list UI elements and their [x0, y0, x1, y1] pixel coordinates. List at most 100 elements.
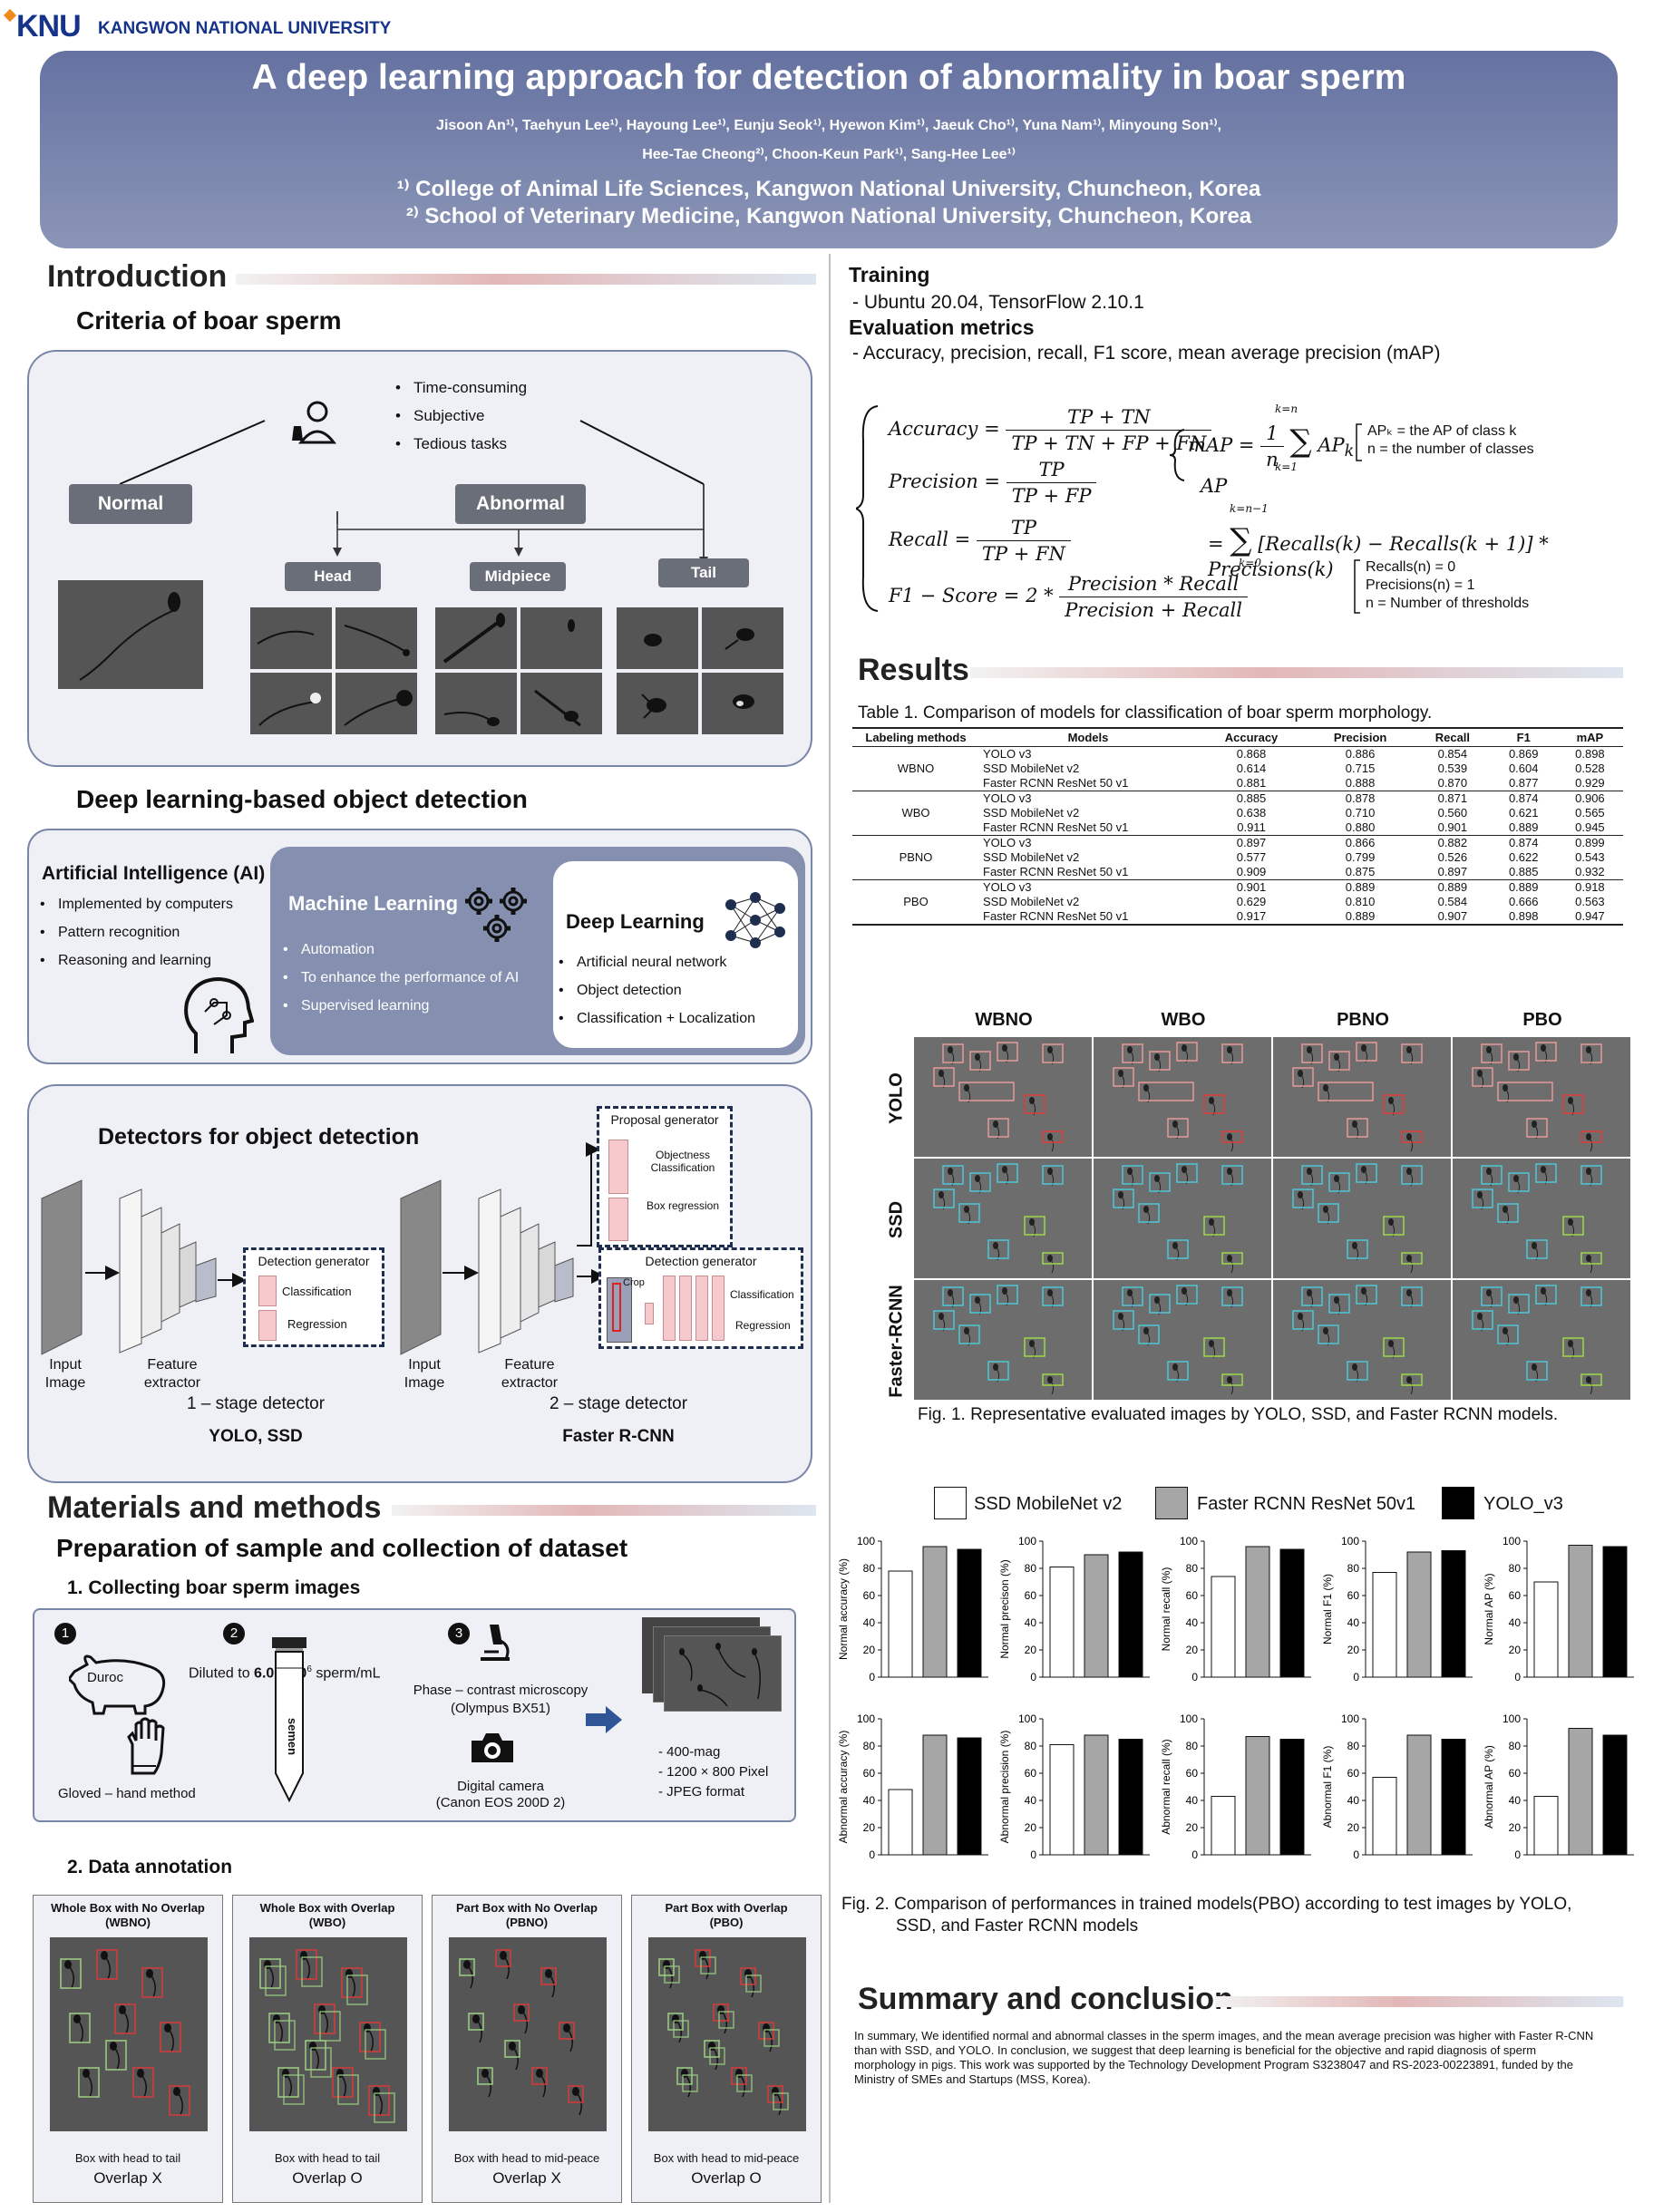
dilution-unit: sperm/mL [311, 1665, 381, 1682]
dl-item: Object detection [557, 976, 755, 1004]
dl-box: Deep Learning Artificial neural network … [553, 861, 798, 1048]
ml-item: Automation [281, 936, 519, 964]
box-regression-label: Box regression [646, 1199, 720, 1212]
metric-cell: 0.666 [1508, 895, 1539, 908]
metric-cell: 0.539 [1437, 762, 1468, 775]
dl-detection-title: Deep learning-based object detection [76, 785, 528, 813]
recall-notes: Recalls(n) = 0 Precisions(n) = 1 n = Num… [1366, 558, 1529, 613]
model-cell: YOLO v3 [979, 791, 1197, 806]
labeling-method-cell [852, 879, 979, 895]
results-heading: Results [858, 653, 969, 687]
one-stage-label: 1 – stage detector [186, 1394, 326, 1413]
step2-title: 2. Data annotation [67, 1857, 233, 1877]
y-axis-label: Abnormal recall (%) [1160, 1739, 1172, 1834]
title-banner: A deep learning approach for detection o… [40, 51, 1618, 248]
bar-yolo [957, 1737, 982, 1856]
annotation-overlap: Overlap O [292, 2169, 363, 2187]
y-axis-label: Abnormal F1 (%) [1321, 1746, 1334, 1829]
y-tick-label: 0 [1191, 1671, 1198, 1683]
feature-extractor-label: Feature extractor [143, 1357, 201, 1391]
legend-swatch-yolo [1442, 1487, 1474, 1519]
y-tick-label: 60 [1025, 1767, 1037, 1780]
y-tick-label: 20 [1186, 1821, 1199, 1834]
y-tick-label: 20 [1347, 1821, 1360, 1834]
metric-cell: 0.929 [1575, 776, 1605, 790]
labeling-method-cell [852, 776, 979, 791]
metric-cell: 0.886 [1345, 747, 1376, 761]
fig1-image [914, 1037, 1092, 1157]
bar-faster-rcnn [1084, 1734, 1109, 1856]
y-tick-label: 60 [1186, 1589, 1199, 1602]
fig1-col-header: WBNO [975, 1010, 1033, 1030]
spec-item: - 400-mag [658, 1744, 721, 1760]
metrics-heading: Evaluation metrics [849, 315, 1035, 339]
detector-diagrams [41, 1142, 606, 1355]
camera-icon [470, 1732, 515, 1764]
y-tick-label: 20 [1347, 1644, 1360, 1656]
midpiece-abnormal-images [435, 607, 602, 736]
map-notes: APₖ = the AP of class k n = the number o… [1367, 422, 1534, 459]
metric-cell: 0.918 [1556, 879, 1623, 895]
annotation-abbr: (WBO) [308, 1916, 346, 1929]
y-tick-label: 40 [1025, 1794, 1037, 1807]
metric-cell: 0.898 [1490, 909, 1557, 926]
bar-yolo [957, 1548, 982, 1678]
bar-faster-rcnn [1406, 1551, 1432, 1678]
threshold-note: n = Number of thresholds [1366, 596, 1530, 611]
y-tick-label: 100 [1503, 1535, 1521, 1547]
bar-yolo [1602, 1546, 1628, 1678]
camera-label: Digital camera [457, 1779, 544, 1794]
affiliation-2: ²⁾ School of Veterinary Medicine, Kangwo… [405, 204, 1252, 228]
crop-label: Crop [623, 1277, 645, 1288]
bar-faster-rcnn [1245, 1736, 1270, 1856]
metric-cell: 0.799 [1345, 850, 1376, 864]
dl-items: Artificial neural network Object detecti… [557, 948, 755, 1033]
metric-cell: 0.869 [1508, 747, 1539, 761]
y-tick-label: 40 [1509, 1794, 1522, 1807]
bar-ssd [1372, 1777, 1397, 1856]
bar-ssd [1372, 1572, 1397, 1678]
bar-yolo [1441, 1739, 1466, 1856]
dl-item: Classification + Localization [557, 1004, 755, 1033]
y-tick-label: 100 [1503, 1712, 1521, 1725]
bar-ssd [1049, 1744, 1075, 1856]
model-cell: Faster RCNN ResNet 50 v1 [979, 909, 1197, 926]
pig-icon [67, 1652, 169, 1715]
annotation-card: Part Box with Overlap(PBO)Box with head … [631, 1895, 822, 2203]
labeling-method-cell: PBNO [899, 850, 933, 864]
metric-cell: 0.621 [1508, 806, 1539, 820]
fig1-image [1453, 1037, 1630, 1157]
table-caption: Table 1. Comparison of models for classi… [858, 703, 1433, 723]
y-tick-label: 40 [863, 1794, 876, 1807]
microscopy-label: Phase – contrast microscopy [413, 1683, 588, 1698]
y-tick-label: 20 [1025, 1644, 1037, 1656]
bar-faster-rcnn [1568, 1728, 1593, 1856]
proposal-generator: Proposal generator Objectness Classifica… [597, 1106, 733, 1247]
metric-cell: 0.866 [1306, 835, 1415, 850]
metric-cell: 0.810 [1345, 895, 1376, 908]
fig1-col-header: WBO [1161, 1010, 1206, 1030]
metric-cell: 0.897 [1437, 865, 1468, 878]
annotation-image [249, 1937, 407, 2131]
metric-cell: 0.577 [1236, 850, 1267, 864]
criteria-bullet: Subjective [394, 402, 527, 430]
metrics-list: - Accuracy, precision, recall, F1 score,… [852, 343, 1441, 364]
annotation-title: Part Box with Overlap [665, 1901, 788, 1915]
metric-cell: 0.947 [1556, 909, 1623, 926]
fig1-image [1094, 1159, 1271, 1278]
bar-yolo [1118, 1551, 1143, 1678]
one-stage-models: YOLO, SSD [209, 1427, 303, 1446]
metric-cell: 0.563 [1575, 895, 1605, 908]
metric-cell: 0.882 [1415, 835, 1491, 850]
metric-cell: 0.888 [1345, 776, 1376, 790]
y-axis-label: Normal F1 (%) [1321, 1574, 1334, 1644]
ai-panel: Artificial Intelligence (AI) Implemented… [27, 829, 812, 1064]
y-tick-label: 100 [857, 1712, 875, 1725]
bar-yolo [1279, 1739, 1305, 1856]
semen-label: semen [286, 1717, 300, 1756]
